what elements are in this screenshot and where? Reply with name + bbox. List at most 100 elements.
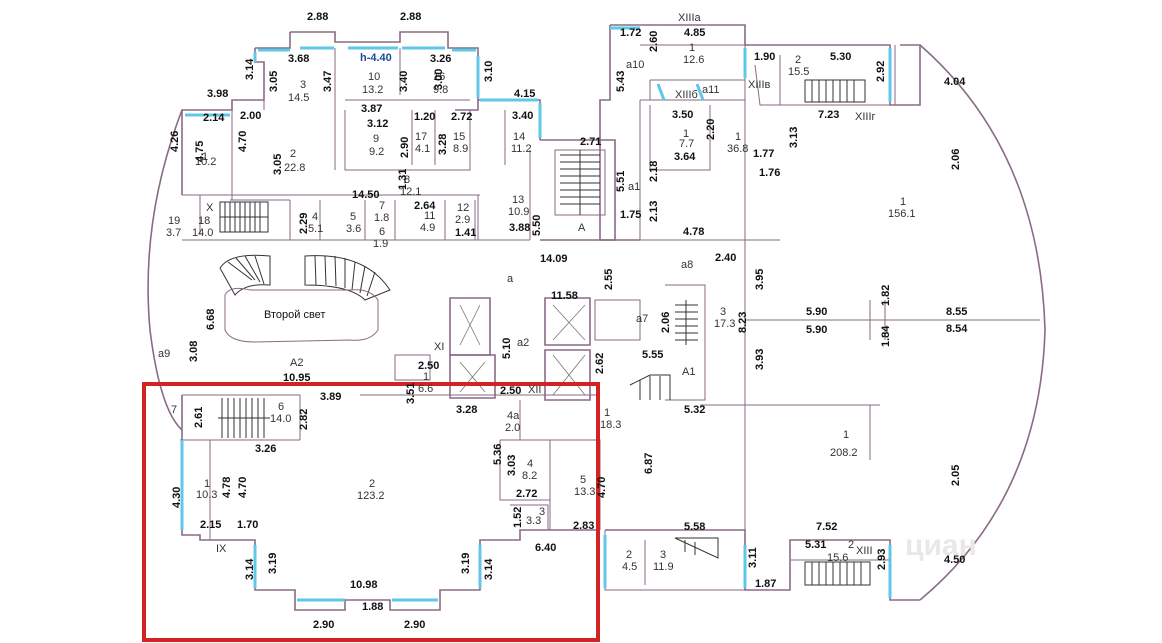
dimension: 3.51 (405, 383, 417, 404)
room-area: 15.6 (827, 552, 848, 564)
dimension: 1.87 (755, 578, 776, 590)
dimension: 3.28 (437, 134, 449, 155)
room-area: 14.0 (192, 227, 213, 239)
section-label: A2 (290, 357, 303, 369)
area-label: a (507, 273, 514, 285)
dimension: 2.92 (875, 61, 887, 82)
stair-6 (218, 398, 270, 438)
dimension: 3.87 (361, 103, 382, 115)
dimension: 11.58 (551, 290, 578, 302)
dimension: 3.19 (267, 553, 279, 574)
dimension: 5.90 (806, 324, 827, 336)
room-number: 4 (527, 458, 533, 470)
dimension: 2.00 (240, 110, 261, 122)
dimension: 3.08 (188, 341, 200, 362)
room-number: 2 (626, 549, 632, 561)
dimension: 3.95 (754, 269, 766, 290)
section-label: A1 (682, 366, 695, 378)
room-area: 12.1 (400, 186, 421, 198)
dimension: 5.50 (531, 215, 543, 236)
dimension: 2.40 (715, 252, 736, 264)
light-well-label: Второй свет (264, 309, 325, 321)
dimension: 14.50 (352, 189, 380, 201)
stair-a (560, 150, 600, 215)
section-label: XIIIб (675, 89, 698, 101)
room-area: 3.6 (346, 223, 361, 235)
dimension: 1.20 (414, 111, 435, 123)
room-number: 9 (373, 133, 379, 145)
stair-curved (219, 254, 391, 301)
dimension: 3.50 (672, 109, 693, 121)
room-number: 18 (198, 215, 210, 227)
height-label: h-4.40 (360, 52, 392, 64)
dimension: 4.85 (684, 27, 705, 39)
room-area: 12.6 (683, 54, 704, 66)
dimension: 8.55 (946, 306, 967, 318)
room-number: 12 (457, 202, 469, 214)
room-area: 18.3 (600, 419, 621, 431)
stair-a1 (629, 300, 698, 400)
area-label: a8 (681, 259, 693, 271)
room-number: 1 (202, 151, 208, 163)
dimension: 6.68 (205, 309, 217, 330)
room-number: 3 (300, 79, 306, 91)
dimension: 3.12 (367, 118, 388, 130)
room-area: 156.1 (888, 208, 916, 220)
dimension: 2.62 (594, 353, 606, 374)
dimension: 2.71 (580, 136, 601, 148)
windows (180, 26, 892, 602)
room-number: 5 (350, 211, 356, 223)
dimension: 4.30 (171, 487, 183, 508)
dimension: 2.60 (648, 31, 660, 52)
area-label: a1 (628, 181, 640, 193)
dimension: 1.76 (759, 167, 780, 179)
room-number: 14 (513, 131, 525, 143)
dimension: 3.88 (509, 222, 530, 234)
dimension: 5.90 (806, 306, 827, 318)
dimension: 3.00 (433, 69, 445, 90)
dimension: 2.29 (298, 213, 310, 234)
dimension: 14.09 (540, 253, 568, 265)
section-label: XIII (856, 545, 873, 557)
room-area: 5.1 (308, 223, 323, 235)
dimension: 5.30 (830, 51, 851, 63)
room-area: 208.2 (830, 447, 858, 459)
room-number: 8 (404, 174, 410, 186)
room-area: 36.8 (727, 143, 748, 155)
room-area: 1.9 (373, 238, 388, 250)
dimension: 2.55 (603, 269, 615, 290)
stair-xii (804, 79, 866, 103)
room-number: 1 (689, 42, 695, 54)
light-well-outline (224, 287, 379, 343)
room-area: 13.2 (362, 84, 383, 96)
dimension: 1.72 (620, 27, 641, 39)
dimension: 3.40 (398, 71, 410, 92)
dimension: 1.84 (880, 325, 892, 347)
room-area: 17.3 (714, 318, 735, 330)
dimension: 3.93 (754, 349, 766, 370)
dimension: 3.14 (483, 558, 495, 580)
dimension: 3.47 (322, 71, 334, 92)
dimension: 2.93 (876, 549, 888, 570)
dimension: 1.75 (620, 209, 641, 221)
dimension: 1.82 (880, 285, 892, 306)
dimension: 4.70 (596, 477, 608, 498)
room-area: 9.8 (433, 84, 448, 96)
room-number: 7 (379, 200, 385, 212)
dimension: 3.26 (430, 53, 451, 65)
room-area: 11.2 (511, 143, 532, 155)
dimension: 10.95 (283, 372, 311, 384)
highlight-box (142, 382, 600, 642)
room-number: 1 (843, 429, 849, 441)
room-area: 10.3 (196, 489, 217, 501)
dimension: 3.19 (460, 553, 472, 574)
dimension: 2.82 (298, 409, 310, 430)
dimension: 2.72 (516, 488, 537, 500)
room-number: 6 (379, 226, 385, 238)
section-label: IX (216, 543, 227, 555)
area-label: a9 (158, 348, 170, 360)
room-area: 22.8 (284, 162, 305, 174)
section-labels: h-4.40 Второй свет XIIIa XIIIб XIIIв XII… (158, 12, 876, 557)
room-area: 7.7 (679, 138, 694, 150)
room-area: 2.9 (455, 214, 470, 226)
